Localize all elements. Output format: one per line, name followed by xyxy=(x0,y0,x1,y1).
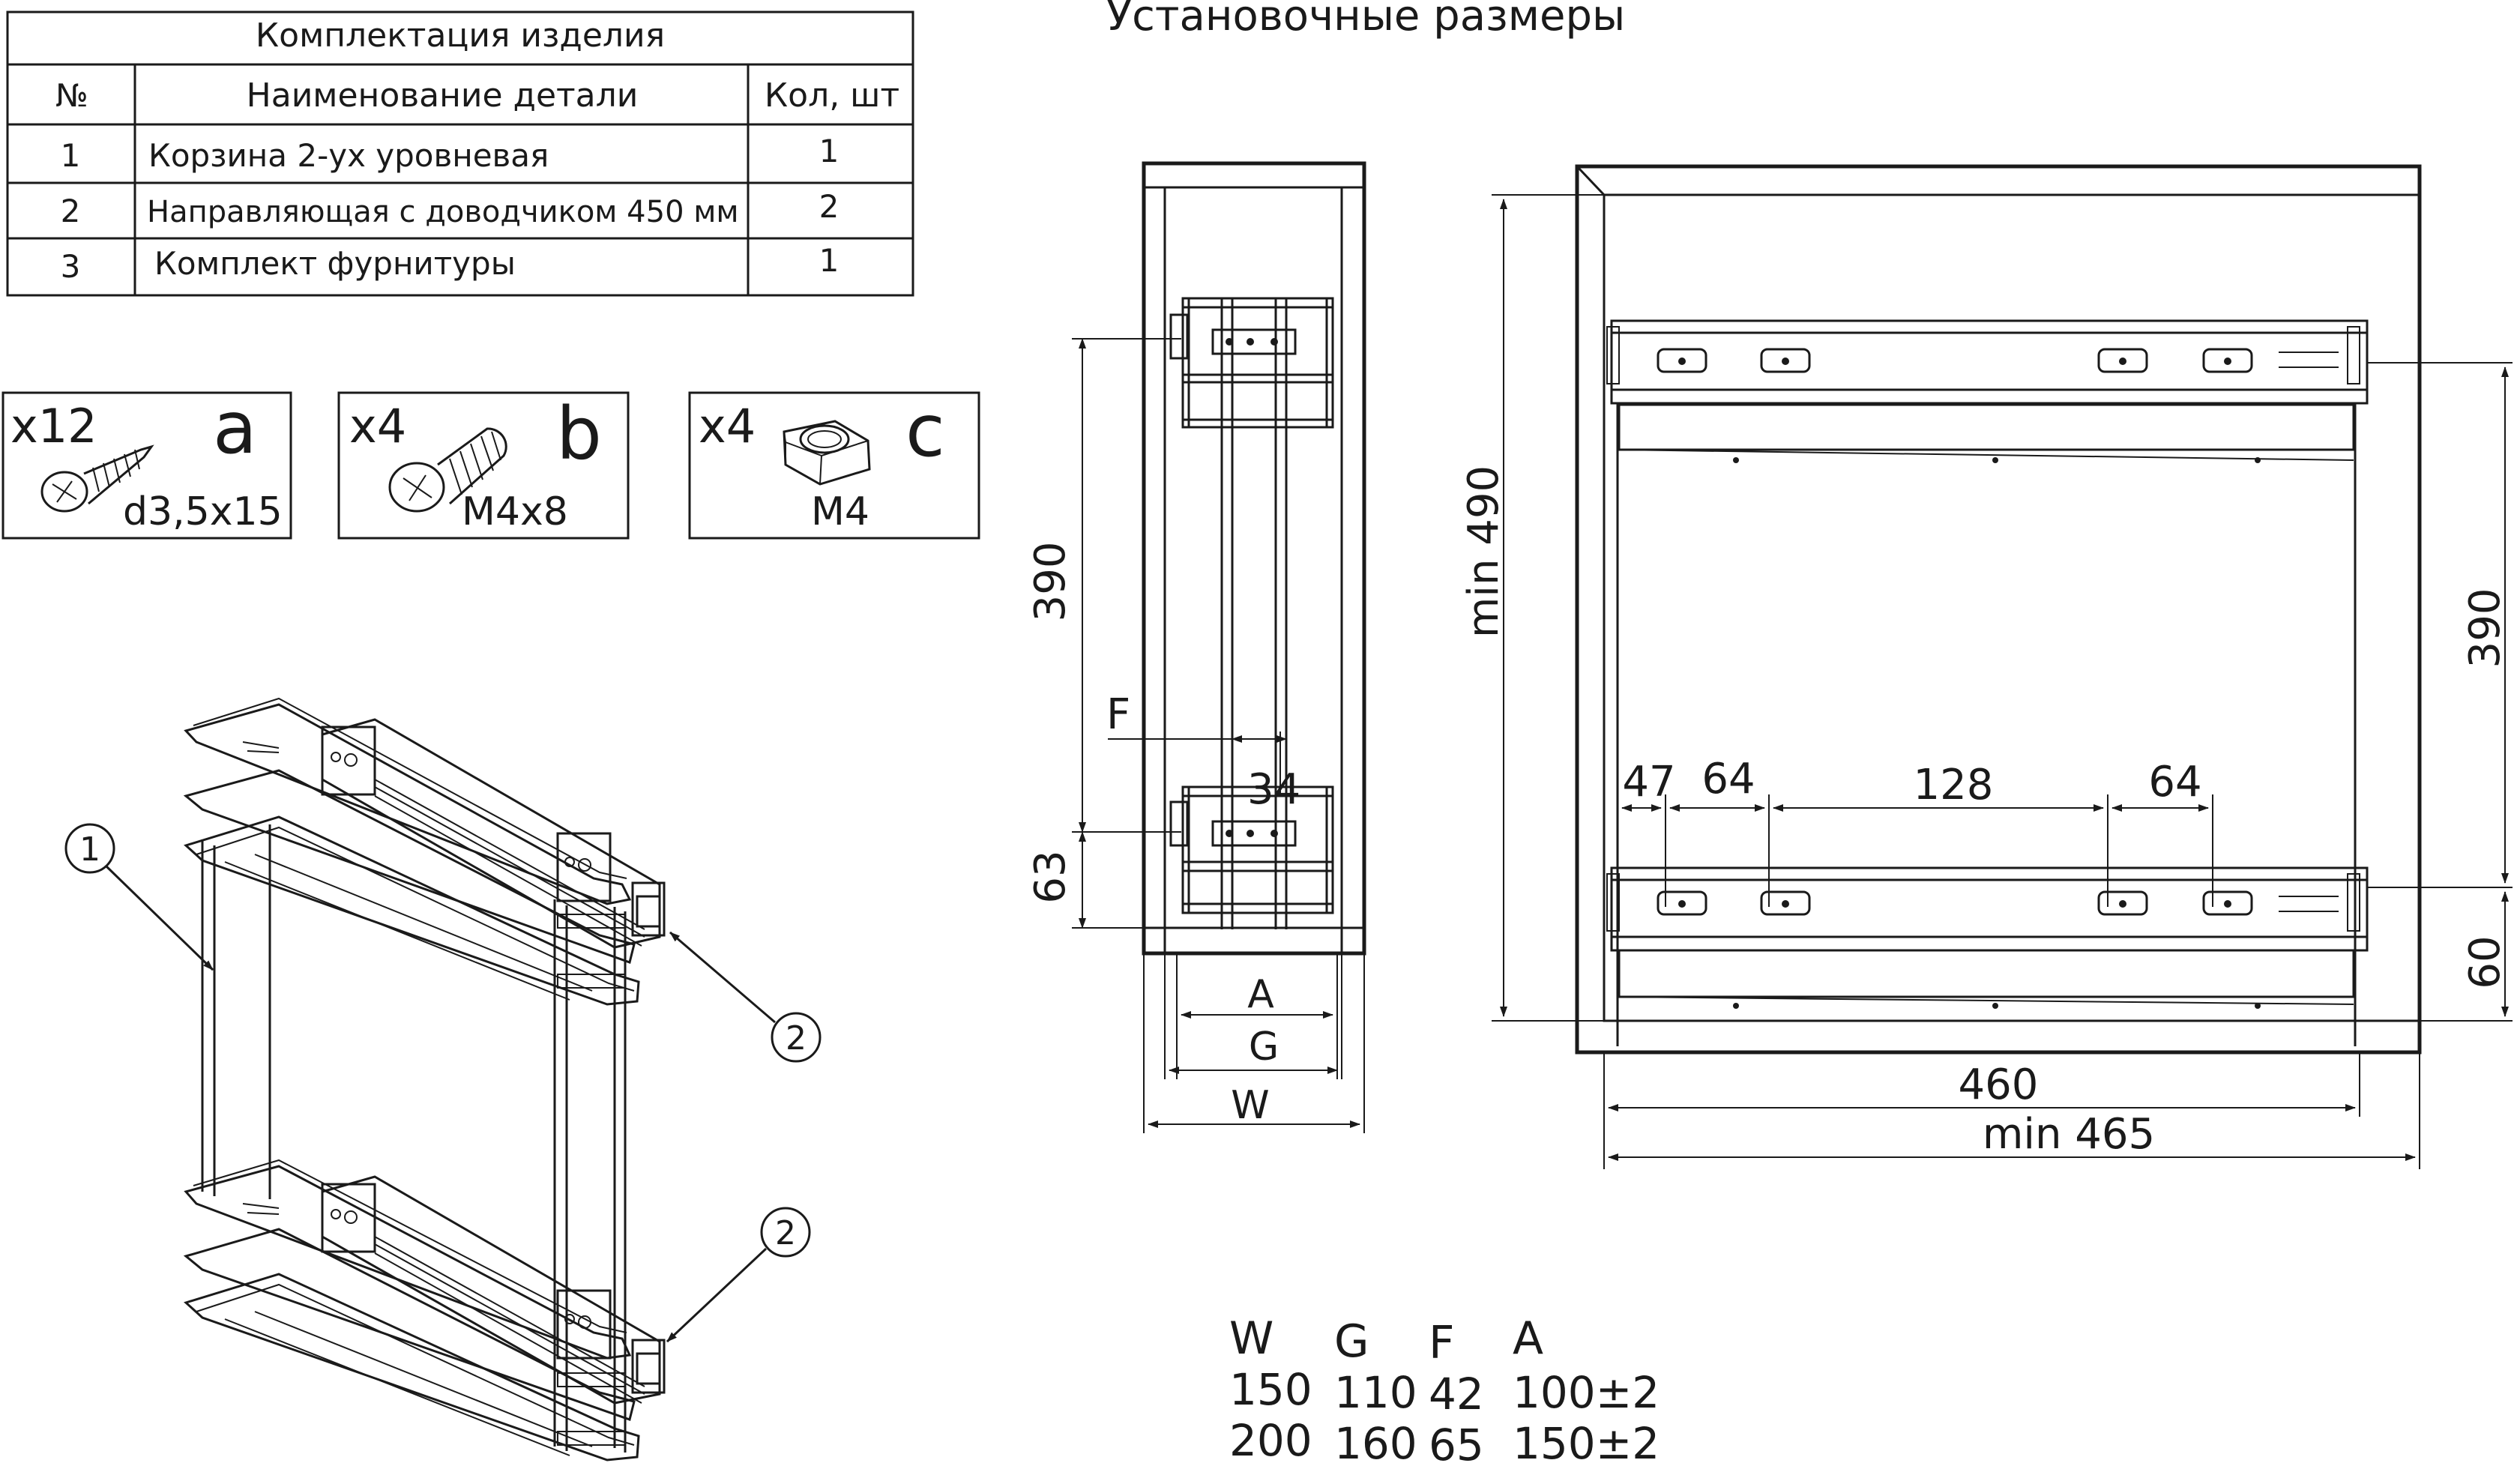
screw-icon xyxy=(40,444,154,513)
side-dim-G: G xyxy=(1249,1025,1279,1070)
callout-runner-top-label: 2 xyxy=(786,1019,807,1058)
row2-qty: 2 xyxy=(819,188,840,225)
front-dim-64b: 64 xyxy=(2148,758,2201,806)
hardware-b-size: M4x8 xyxy=(462,489,568,534)
size-row2-A: 150±2 xyxy=(1513,1418,1660,1469)
hardware-b-letter: b xyxy=(556,392,602,476)
size-header-W: W xyxy=(1229,1312,1273,1365)
size-header-A: A xyxy=(1513,1312,1543,1365)
side-dim-34: 34 xyxy=(1247,765,1300,814)
hardware-box-a: x12 a d3,5x15 xyxy=(1,386,292,540)
col-header-qty: Кол, шт xyxy=(765,76,899,115)
row1-num: 1 xyxy=(61,137,81,174)
front-dim-460: 460 xyxy=(1959,1061,2039,1109)
side-dim-A: A xyxy=(1247,972,1274,1017)
size-row1-W: 150 xyxy=(1229,1364,1312,1415)
hardware-b-count: x4 xyxy=(349,399,406,453)
bolt-icon xyxy=(388,427,507,513)
size-row2-G: 160 xyxy=(1334,1418,1417,1469)
size-row2-W: 200 xyxy=(1229,1415,1312,1466)
row3-name: Комплект фурнитуры xyxy=(154,245,516,282)
side-dim-F: F xyxy=(1106,690,1130,739)
basket-isometric xyxy=(183,697,666,1462)
install-title: Установочные размеры xyxy=(1106,0,1625,40)
hardware-a-letter: a xyxy=(213,386,257,470)
front-view: min 490 390 60 47 64 128 64 460 min 465 xyxy=(1459,164,2513,1169)
hardware-a-size: d3,5x15 xyxy=(123,489,283,534)
row3-qty: 1 xyxy=(819,242,840,279)
front-dim-min465: min 465 xyxy=(1983,1110,2155,1159)
side-dim-63: 63 xyxy=(1026,850,1075,903)
callout-basket: 1 xyxy=(64,823,214,971)
hardware-box-c: x4 c M4 xyxy=(688,389,980,540)
callout-runner-top: 2 xyxy=(669,931,822,1063)
size-row1-F: 42 xyxy=(1429,1369,1484,1420)
hardware-a-count: x12 xyxy=(10,399,97,453)
row1-name: Корзина 2-ух уровневая xyxy=(148,137,549,174)
front-dim-390: 390 xyxy=(2461,588,2510,669)
size-row2-F: 65 xyxy=(1429,1420,1484,1469)
col-header-name: Наименование детали xyxy=(247,76,639,115)
hardware-c-count: x4 xyxy=(699,399,756,453)
row2-num: 2 xyxy=(61,193,81,229)
parts-table-title: Комплектация изделия xyxy=(256,16,665,55)
size-row1-A: 100±2 xyxy=(1513,1367,1660,1418)
callout-basket-label: 1 xyxy=(79,830,100,869)
parts-table: Комплектация изделия № Наименование дета… xyxy=(6,10,914,297)
front-dim-47: 47 xyxy=(1622,758,1675,806)
row2-name: Направляющая с доводчиком 450 мм xyxy=(147,195,739,229)
front-dim-min490: min 490 xyxy=(1459,465,1508,638)
row3-num: 3 xyxy=(61,248,81,285)
side-dim-W: W xyxy=(1231,1083,1269,1128)
size-table: W G F A 150 110 42 100±2 200 160 65 150±… xyxy=(1229,1312,1660,1469)
size-header-F: F xyxy=(1429,1317,1455,1369)
hardware-c-letter: c xyxy=(905,389,945,473)
callout-runner-bottom: 2 xyxy=(666,1207,811,1343)
side-dim-390: 390 xyxy=(1026,542,1075,622)
hardware-box-b: x4 b M4x8 xyxy=(337,391,630,540)
side-view: 390 63 F 34 A G W xyxy=(1026,161,1366,1133)
size-row1-G: 110 xyxy=(1334,1367,1417,1418)
callout-runner-bottom-label: 2 xyxy=(775,1214,796,1252)
size-header-G: G xyxy=(1334,1315,1369,1368)
row1-qty: 1 xyxy=(819,133,840,169)
hardware-c-size: M4 xyxy=(811,489,869,534)
front-dim-128: 128 xyxy=(1914,761,1994,809)
nut-icon xyxy=(783,420,871,486)
col-header-num: № xyxy=(55,77,88,114)
front-dim-60: 60 xyxy=(2461,935,2510,989)
front-dim-64a: 64 xyxy=(1701,755,1755,803)
